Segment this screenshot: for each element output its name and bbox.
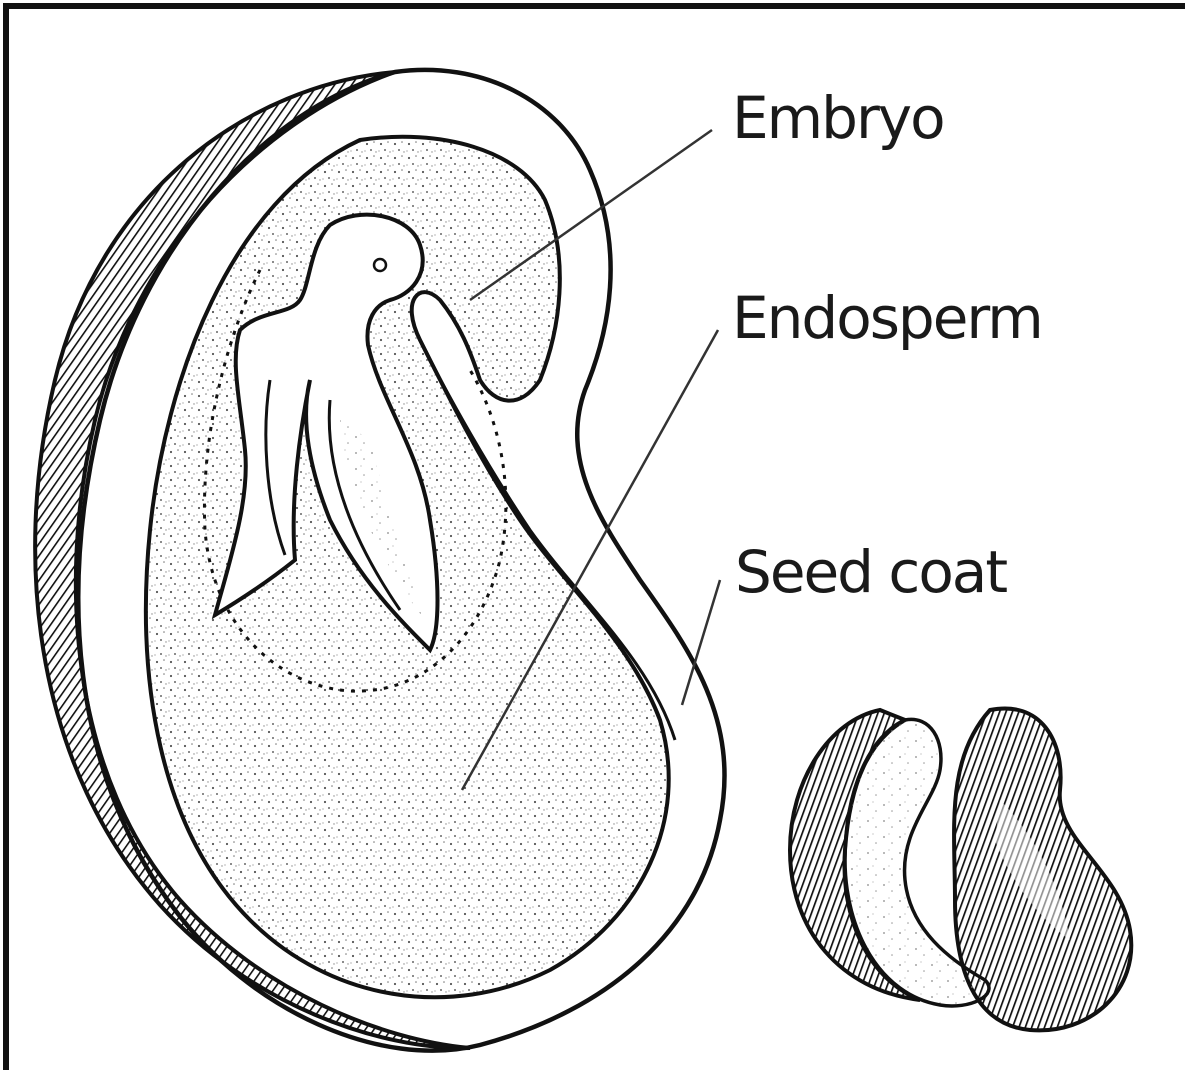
endosperm-label: Endosperm	[732, 284, 1042, 352]
embryo-label: Embryo	[732, 84, 944, 152]
seed-coat-label: Seed coat	[735, 538, 1007, 606]
seed-coat-leader-line	[682, 580, 720, 705]
